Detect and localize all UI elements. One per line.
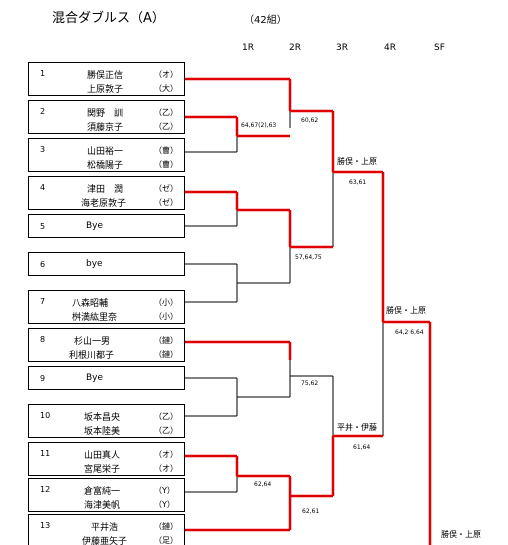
entry-5: 5 Bye: [28, 214, 185, 238]
player-affiliation: （鏈）: [154, 350, 178, 359]
match-score: 62,64: [254, 481, 272, 488]
entry-seed: 7: [40, 297, 46, 306]
player-affiliation: （小）: [154, 312, 178, 321]
bye-label: bye: [86, 259, 103, 269]
entry-9: 9 Bye: [28, 366, 185, 390]
player-name: 伊藤亜矢子: [82, 537, 128, 545]
player-name: 坂本昌央: [84, 413, 121, 423]
player-affiliation: （オ）: [154, 70, 178, 79]
entry-8: 8 杉山一男 （鏈） 利根川都子 （鏈）: [28, 328, 185, 362]
entry-6: 6 bye: [28, 252, 185, 276]
player-affiliation: （大）: [154, 84, 178, 93]
player-name: 利根川都子: [69, 351, 115, 361]
round-header-4r: 4R: [384, 43, 396, 53]
pair-count: （42組）: [244, 15, 287, 26]
player-name: 山田真人: [84, 451, 121, 461]
entry-seed: 2: [40, 107, 46, 116]
player-name: 杉山一男: [74, 337, 111, 347]
player-name: 勝俣正信: [87, 71, 124, 81]
bye-label: Bye: [86, 373, 104, 383]
entry-seed: 3: [40, 145, 46, 154]
entry-seed: 8: [40, 335, 46, 344]
match-score: 75,62: [301, 380, 319, 387]
player-name: 坂本陸美: [84, 427, 121, 437]
match-score: 61,64: [353, 444, 371, 451]
winner-label: 平井・伊藤: [337, 423, 377, 432]
player-affiliation: （曹）: [154, 146, 178, 155]
entry-seed: 4: [40, 183, 46, 192]
entry-10: 10 坂本昌央 （乙） 坂本陸美 （乙）: [28, 404, 185, 438]
match-score: 63,61: [349, 179, 367, 186]
player-name: 海津美帆: [84, 501, 121, 511]
player-name: 関野 訓: [87, 109, 124, 119]
player-name: 八森昭輔: [72, 299, 109, 309]
player-affiliation: （ゼ）: [154, 184, 178, 193]
player-name: 上原敦子: [87, 85, 124, 95]
player-affiliation: （鏈）: [154, 522, 178, 531]
entry-11: 11 山田真人 （オ） 宮尾栄子 （オ）: [28, 442, 185, 476]
entry-seed: 11: [40, 449, 51, 458]
entry-13: 13 平井浩 （鏈） 伊藤亜矢子 （足）: [28, 514, 185, 545]
player-affiliation: （Y）: [154, 486, 175, 495]
player-affiliation: （乙）: [154, 122, 178, 131]
player-name: 津田 潤: [87, 185, 124, 195]
round-header-sf: SF: [434, 43, 445, 53]
player-affiliation: （小）: [154, 298, 178, 307]
entry-12: 12 倉富純一 （Y） 海津美帆 （Y）: [28, 478, 185, 512]
player-name: 平井浩: [91, 523, 119, 533]
entry-seed: 5: [40, 222, 46, 231]
bracket-title: 混合ダブルス（A）: [52, 11, 165, 26]
entry-seed: 9: [40, 374, 46, 383]
entry-3: 3 山田裕一 （曹） 松橋陽子 （曹）: [28, 138, 185, 172]
match-score: 60,62: [301, 117, 319, 124]
player-affiliation: （曹）: [154, 160, 178, 169]
player-affiliation: （オ）: [154, 450, 178, 459]
round-header-1r: 1R: [242, 43, 254, 53]
player-name: 桝満紘里奈: [72, 313, 118, 323]
player-affiliation: （乙）: [154, 426, 178, 435]
winner-label: 勝俣・上原: [337, 157, 377, 166]
player-name: 海老原敦子: [81, 199, 127, 209]
player-name: 宮尾栄子: [84, 465, 121, 475]
entry-4: 4 津田 潤 （ゼ） 海老原敦子 （ゼ）: [28, 176, 185, 210]
player-affiliation: （ゼ）: [154, 198, 178, 207]
player-name: 山田裕一: [87, 147, 124, 157]
player-name: 松橋陽子: [87, 161, 124, 171]
winner-label: 勝俣・上原: [441, 530, 481, 539]
entry-seed: 13: [40, 521, 51, 530]
entry-seed: 12: [40, 485, 51, 494]
entry-seed: 1: [40, 69, 46, 78]
round-header-2r: 2R: [289, 43, 301, 53]
player-name: 須藤京子: [87, 123, 124, 133]
player-affiliation: （乙）: [154, 108, 178, 117]
player-affiliation: （オ）: [154, 464, 178, 473]
match-score: 64,2 6,64: [395, 329, 424, 336]
bye-label: Bye: [86, 221, 104, 231]
player-name: 倉富純一: [84, 487, 121, 497]
round-header-3r: 3R: [336, 43, 348, 53]
player-affiliation: （鏈）: [154, 336, 178, 345]
player-affiliation: （足）: [154, 536, 178, 545]
match-score: 62,61: [302, 508, 320, 515]
entry-1: 1 勝俣正信 （オ） 上原敦子 （大）: [28, 62, 185, 96]
entry-7: 7 八森昭輔 （小） 桝満紘里奈 （小）: [28, 290, 185, 324]
entry-seed: 6: [40, 260, 46, 269]
match-score: 64,67(2),63: [241, 122, 277, 129]
match-score: 57,64,75: [295, 254, 322, 261]
entry-2: 2 関野 訓 （乙） 須藤京子 （乙）: [28, 100, 185, 134]
winner-label: 勝俣・上原: [386, 306, 426, 315]
entry-seed: 10: [40, 411, 51, 420]
player-affiliation: （Y）: [154, 500, 175, 509]
player-affiliation: （乙）: [154, 412, 178, 421]
